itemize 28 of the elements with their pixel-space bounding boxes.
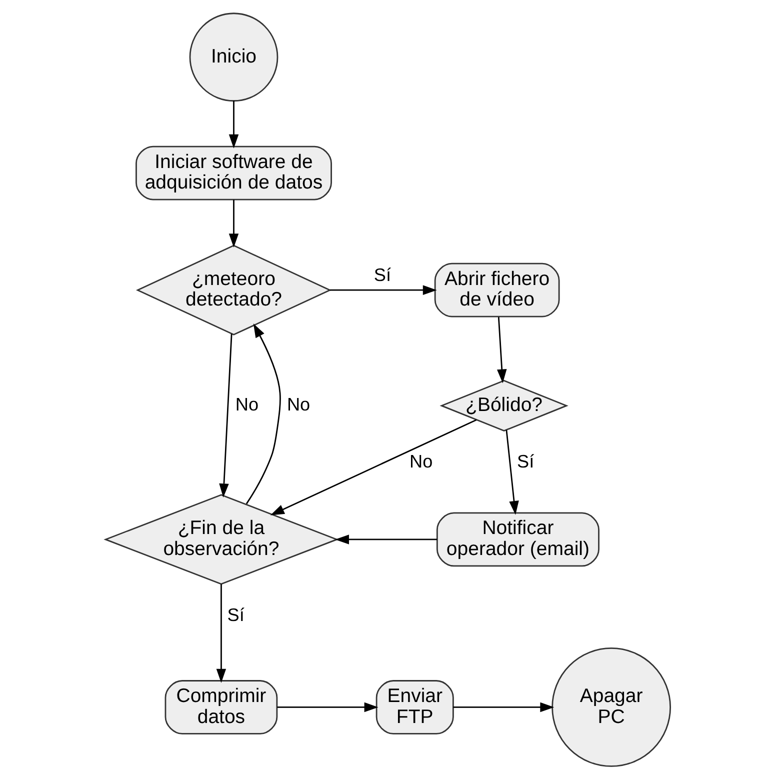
edge-label: Sí bbox=[516, 452, 534, 472]
edge-label: Sí bbox=[226, 604, 244, 625]
node-box: Enviar FTP bbox=[375, 680, 454, 734]
arrow bbox=[276, 702, 378, 712]
node-box: Comprimir datos bbox=[164, 680, 278, 734]
arrow bbox=[505, 430, 518, 515]
node-diamond: ¿Bólido? bbox=[439, 380, 568, 432]
node-circle: Apagar PC bbox=[551, 648, 671, 767]
node-box: Notificar operador (email) bbox=[436, 512, 599, 567]
node-diamond: ¿Fin de la observación? bbox=[103, 494, 338, 585]
edge-label: Sí bbox=[373, 264, 391, 285]
arrow bbox=[329, 285, 436, 295]
arrow bbox=[496, 317, 506, 384]
arrow bbox=[334, 534, 437, 544]
node-diamond: ¿meteoro detectado? bbox=[135, 244, 332, 336]
arrow bbox=[228, 200, 238, 248]
node-box: Iniciar software de adquisición de datos bbox=[135, 146, 332, 200]
arrow bbox=[218, 334, 232, 498]
arrow bbox=[228, 100, 238, 148]
edge-label: No bbox=[286, 394, 310, 414]
arrow bbox=[245, 324, 280, 504]
edge-label: No bbox=[234, 394, 258, 414]
arrow bbox=[216, 584, 226, 683]
node-box: Abrir fichero de vídeo bbox=[434, 262, 560, 318]
arrow bbox=[452, 702, 554, 712]
edge-label: No bbox=[409, 452, 432, 472]
arrow bbox=[270, 419, 476, 516]
node-circle: Inicio bbox=[188, 12, 278, 102]
